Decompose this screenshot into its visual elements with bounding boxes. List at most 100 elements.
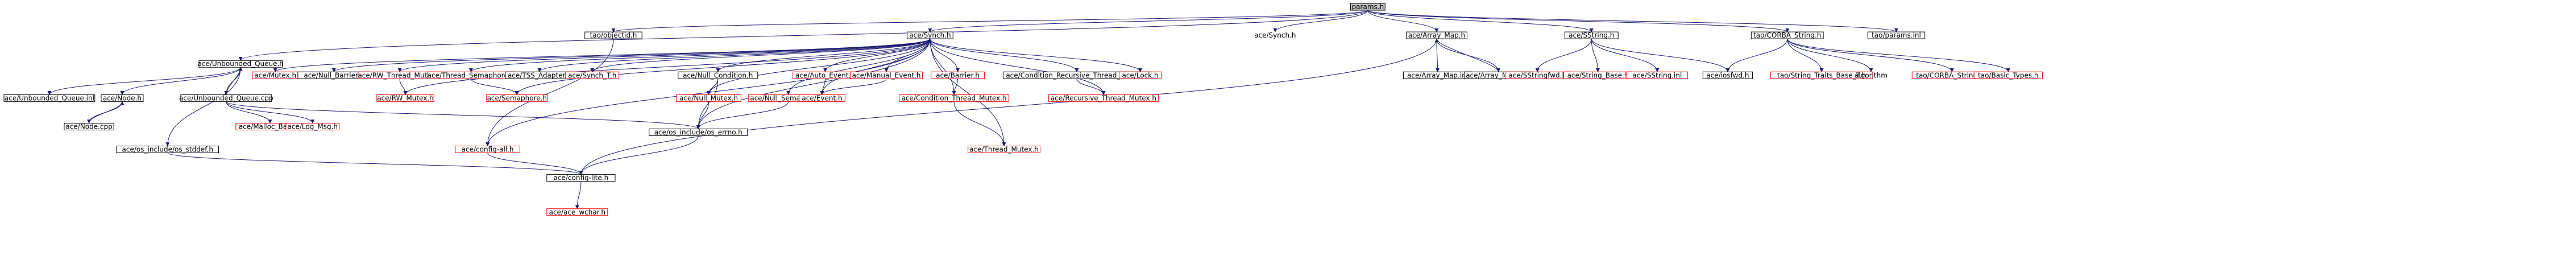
node-label: ace/Semaphore.h bbox=[487, 94, 547, 102]
node-ace_unbounded_queue_cpp[interactable]: ace/Unbounded_Queue.cpp bbox=[179, 94, 273, 102]
node-box bbox=[1119, 71, 1162, 79]
node-label: ace/os_include/os_errno.h bbox=[654, 128, 742, 136]
node-box bbox=[1973, 71, 2043, 79]
node-box bbox=[198, 60, 283, 68]
node-label: ace/Null_Barrier.h bbox=[304, 71, 364, 79]
edge-tao_corba_string_h-to-algorithm bbox=[1787, 39, 1873, 72]
node-label: tao/CORBA_String.inl bbox=[1916, 71, 1988, 79]
node-tao_corba_string_h[interactable]: tao/CORBA_String.h bbox=[1750, 31, 1824, 39]
edge-ace_condition_recursive_thread_mutex_h-to-ace_recursive_thread_mutex_h bbox=[1076, 79, 1106, 96]
node-ace_semaphore_h[interactable]: ace/Semaphore.h bbox=[486, 94, 548, 102]
node-ace_sstringfwd_h[interactable]: ace/SStringfwd.h bbox=[1504, 71, 1570, 79]
edge-tao_corba_string_h-to-tao_corba_string_inl bbox=[1787, 38, 1954, 72]
node-tao_basic_types_h[interactable]: tao/Basic_Types.h bbox=[1973, 71, 2043, 79]
node-ace_config_lite_h[interactable]: ace/config-lite.h bbox=[546, 174, 616, 182]
edge-ace_synch_h-to-ace_null_barrier_h bbox=[332, 38, 931, 72]
node-tao_string_traits_base_t_h[interactable]: tao/String_Traits_Base_T.h bbox=[1770, 71, 1873, 79]
node-ace_synch_t_h[interactable]: ace/Synch_T.h bbox=[565, 71, 620, 79]
node-box bbox=[455, 146, 520, 154]
node-box bbox=[1405, 31, 1467, 39]
node-label: ace/os_include/os_stddef.h bbox=[122, 146, 213, 154]
node-box bbox=[565, 71, 620, 79]
node-label: ace/Synch.h bbox=[1254, 31, 1296, 39]
node-box bbox=[850, 71, 923, 79]
node-ace_array_map_inl[interactable]: ace/Array_Map.inl bbox=[1403, 71, 1472, 79]
node-ace_null_barrier_h[interactable]: ace/Null_Barrier.h bbox=[297, 71, 371, 79]
node-ace_mutex_h[interactable]: ace/Mutex.h bbox=[252, 71, 299, 79]
edge-ace_os_include_os_errno_h-to-ace_config_lite_h bbox=[579, 135, 699, 175]
node-ace_unbounded_queue_h[interactable]: ace/Unbounded_Queue.h bbox=[198, 60, 284, 68]
edge-ace_synch_h-to-ace_null_semaphore_h bbox=[786, 39, 931, 96]
node-ace_config_all_h[interactable]: ace/config-all.h bbox=[455, 146, 520, 154]
node-label: ace/String_Base.h bbox=[1567, 71, 1629, 79]
node-ace_rw_thread_mutex_h[interactable]: ace/RW_Thread_Mutex.h bbox=[358, 71, 442, 79]
node-ace_node_cpp[interactable]: ace/Node.cpp bbox=[64, 122, 114, 130]
node-ace_condition_recursive_thread_mutex_h[interactable]: ace/Condition_Recursive_Thread_Mutex.h bbox=[1003, 71, 1151, 79]
node-label: ace/Auto_Event.h bbox=[795, 71, 855, 79]
edge-ace_synch_h-to-ace_os_include_os_errno_h bbox=[696, 39, 931, 130]
node-ace_null_condition_h[interactable]: ace/Null_Condition.h bbox=[678, 71, 758, 79]
node-box bbox=[116, 146, 219, 154]
edge-params_h-to-ace_array_map_h bbox=[1367, 10, 1439, 32]
node-ace_synch_h_plain: ace/Synch.h bbox=[1254, 31, 1296, 39]
edge-ace_synch_h-to-ace_rw_mutex_h bbox=[403, 39, 931, 96]
edge-ace_synch_h-to-ace_barrier_h bbox=[930, 39, 960, 72]
node-label: ace/RW_Thread_Mutex.h bbox=[358, 71, 441, 79]
edge-tao_corba_string_h-to-tao_basic_types_h bbox=[1787, 38, 2010, 72]
node-tao_params_inl[interactable]: tao/params.inl bbox=[1867, 31, 1926, 39]
node-ace_thread_mutex_h[interactable]: ace/Thread_Mutex.h bbox=[968, 146, 1040, 154]
node-label: ace/Node.cpp bbox=[65, 122, 112, 130]
node-label: ace/ace_wchar.h bbox=[549, 208, 605, 216]
edge-ace_synch_h-to-ace_null_condition_h bbox=[716, 38, 931, 72]
node-ace_event_h[interactable]: ace/Event.h bbox=[799, 94, 845, 102]
node-ace_lock_h[interactable]: ace/Lock.h bbox=[1119, 71, 1162, 79]
node-ace_barrier_h[interactable]: ace/Barrier.h bbox=[931, 71, 985, 79]
node-ace_tss_adapter_h[interactable]: ace/TSS_Adapter.h bbox=[505, 71, 574, 79]
node-params_h[interactable]: params.h bbox=[1350, 3, 1386, 11]
node-ace_sstring_inl[interactable]: ace/SString.inl bbox=[1626, 71, 1688, 79]
edge-ace_synch_h-to-ace_mutex_h bbox=[273, 38, 931, 72]
node-ace_iosfwd_h[interactable]: ace/iosfwd.h bbox=[1702, 71, 1753, 79]
node-label: ace/Unbounded_Queue.cpp bbox=[179, 94, 273, 102]
edge-ace_config_lite_h-to-ace_ace_wchar_h bbox=[575, 181, 582, 209]
node-ace_synch_h[interactable]: ace/Synch.h bbox=[907, 31, 953, 39]
node-ace_unbounded_queue_inl[interactable]: ace/Unbounded_Queue.inl bbox=[3, 94, 96, 102]
node-ace_rw_mutex_h[interactable]: ace/RW_Mutex.h bbox=[376, 94, 434, 102]
node-label: algorithm bbox=[1855, 71, 1888, 79]
node-ace_string_base_h[interactable]: ace/String_Base.h bbox=[1563, 71, 1633, 79]
node-ace_recursive_thread_mutex_h[interactable]: ace/Recursive_Thread_Mutex.h bbox=[1048, 94, 1159, 102]
node-ace_os_include_os_stddef_h[interactable]: ace/os_include/os_stddef.h bbox=[116, 146, 219, 154]
node-label: params.h bbox=[1352, 3, 1384, 11]
edge-ace_os_include_os_stddef_h-to-ace_config_lite_h bbox=[167, 153, 583, 175]
node-ace_manual_event_h[interactable]: ace/Manual_Event.h bbox=[850, 71, 923, 79]
node-label: ace/SString.h bbox=[1569, 31, 1614, 39]
node-label: ace/Mutex.h bbox=[254, 71, 296, 79]
node-ace_array_map_h[interactable]: ace/Array_Map.h bbox=[1405, 31, 1467, 39]
node-ace_os_include_os_errno_h[interactable]: ace/os_include/os_errno.h bbox=[649, 128, 748, 136]
node-ace_auto_event_h[interactable]: ace/Auto_Event.h bbox=[793, 71, 858, 79]
node-box bbox=[1702, 71, 1753, 79]
node-tao_corba_string_inl[interactable]: tao/CORBA_String.inl bbox=[1911, 71, 1992, 79]
edge-ace_synch_h-to-ace_condition_recursive_thread_mutex_h bbox=[930, 38, 1079, 72]
node-ace_ace_wchar_h[interactable]: ace/ace_wchar.h bbox=[546, 208, 608, 216]
node-ace_thread_semaphore_h[interactable]: ace/Thread_Semaphore.h bbox=[427, 71, 515, 79]
node-box bbox=[931, 71, 985, 79]
node-ace_null_mutex_h[interactable]: ace/Null_Mutex.h bbox=[676, 94, 741, 102]
node-box bbox=[1626, 71, 1688, 79]
edge-ace_unbounded_queue_h-to-ace_node_h bbox=[120, 67, 241, 96]
node-ace_sstring_h[interactable]: ace/SString.h bbox=[1564, 31, 1619, 39]
edge-ace_unbounded_queue_h-to-ace_unbounded_queue_inl bbox=[47, 67, 241, 96]
node-ace_condition_thread_mutex_h[interactable]: ace/Condition_Thread_Mutex.h bbox=[899, 94, 1009, 102]
node-tao_objectid_h[interactable]: tao/objectid.h bbox=[584, 31, 642, 39]
edge-params_h-to-ace_synch_h bbox=[928, 10, 1368, 32]
node-box bbox=[1350, 3, 1386, 11]
node-ace_log_msg_h[interactable]: ace/Log_Msg.h bbox=[285, 122, 340, 130]
edge-params_h-to-ace_synch_h_plain bbox=[1273, 10, 1368, 32]
node-box bbox=[546, 208, 608, 216]
edge-ace_synch_h-to-ace_semaphore_h bbox=[515, 39, 931, 96]
node-label: ace/Manual_Event.h bbox=[852, 71, 921, 79]
node-ace_node_h[interactable]: ace/Node.h bbox=[101, 94, 144, 102]
edge-ace_synch_h-to-ace_recursive_thread_mutex_h bbox=[930, 39, 1106, 96]
edge-ace_array_map_h-to-ace_array_map_inl bbox=[1436, 39, 1440, 72]
node-algorithm: algorithm bbox=[1855, 71, 1888, 79]
